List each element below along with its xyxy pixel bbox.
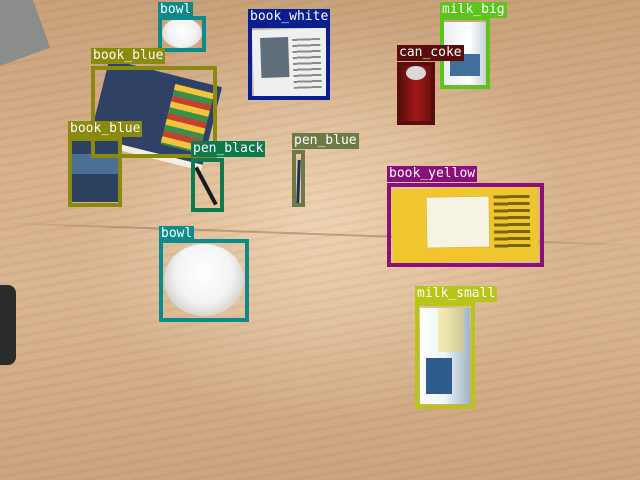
milk-small-object (420, 308, 470, 404)
detection-label: pen_black (191, 141, 266, 157)
detection-label: book_yellow (387, 166, 478, 182)
detection-box (248, 24, 330, 100)
bowl-small-object (162, 18, 202, 48)
detection-box (415, 302, 475, 409)
bowl-large-object (164, 244, 244, 316)
detection-box (387, 183, 544, 267)
detection-box (91, 66, 217, 158)
detection-label: can_coke (397, 45, 464, 61)
book-blue-small-object (72, 140, 118, 202)
can-coke-object (400, 62, 432, 122)
detection-box (191, 158, 224, 212)
detection-box (397, 62, 435, 125)
detection-label: bowl (159, 226, 195, 242)
detection-label: book_blue (91, 48, 166, 64)
detection-label: bowl (158, 2, 194, 18)
detection-label: milk_small (415, 286, 498, 302)
detection-box (159, 239, 249, 322)
detection-label: book_blue (68, 121, 143, 137)
detection-label: milk_big (440, 2, 507, 18)
detection-box (292, 150, 305, 207)
detection-box (68, 137, 122, 207)
detection-box (158, 16, 206, 52)
detection-label: book_white (248, 9, 331, 25)
detection-label: pen_blue (292, 133, 359, 149)
chair-edge (0, 285, 16, 365)
